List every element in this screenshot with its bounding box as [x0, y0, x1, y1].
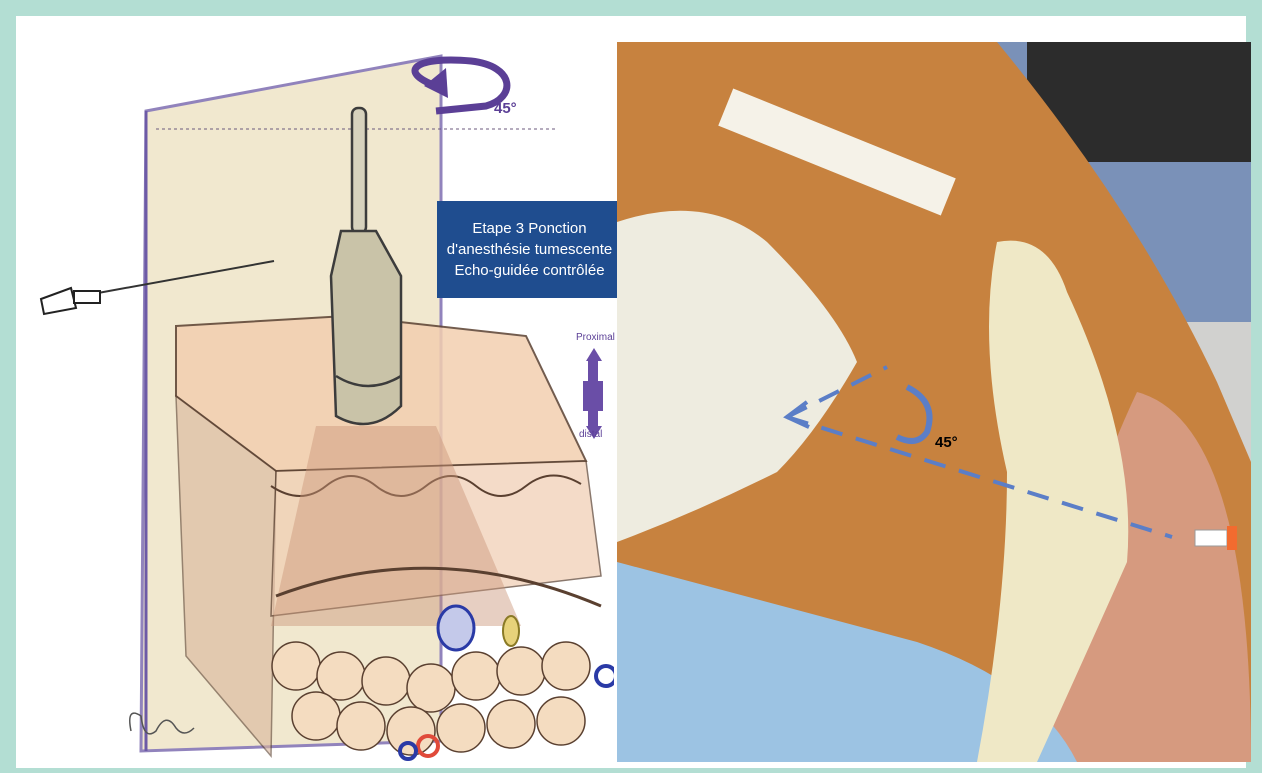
proximal-distal-arrow-icon — [583, 348, 603, 439]
step-title-box: Etape 3 Ponction d'anesthésie tumescente… — [437, 201, 622, 298]
anatomical-illustration: 45° Etape 3 Ponction d'anesthésie tumesc… — [16, 16, 614, 768]
title-line-1: Etape 3 Ponction — [437, 218, 622, 239]
title-line-2: d'anesthésie tumescente — [437, 239, 622, 260]
proximal-label: Proximal — [576, 332, 615, 343]
distal-label: distal — [579, 429, 602, 440]
title-line-3: Echo-guidée contrôlée — [437, 260, 622, 281]
catheter-icon — [1195, 526, 1237, 550]
rotation-label: 45° — [494, 100, 517, 117]
procedure-photo: 45° — [617, 42, 1251, 762]
photo-rotation-label: 45° — [935, 434, 958, 451]
photo-scene — [617, 42, 1251, 762]
illustration-drawing — [16, 16, 614, 768]
